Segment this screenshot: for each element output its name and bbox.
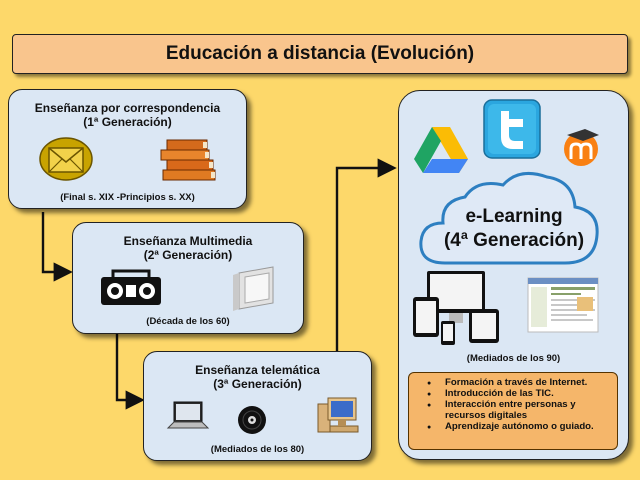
- radio-cassette-icon: [99, 267, 163, 312]
- generation-1-subtitle: (1ª Generación): [83, 115, 172, 129]
- generation-3-box: Enseñanza telemática (3ª Generación) (Me…: [143, 351, 372, 461]
- arrow-gen1-to-gen2: [41, 212, 73, 282]
- elearning-date: (Mediados de los 90): [466, 353, 561, 364]
- elearning-box: e-Learning e-Learning (4ª Generación) (M…: [398, 90, 629, 460]
- desktop-computer-icon: [316, 396, 360, 441]
- generation-2-title: Enseñanza Multimedia: [123, 234, 253, 248]
- slide-frame-icon: [231, 263, 281, 320]
- webpage-screenshot-icon: [527, 277, 599, 338]
- generation-2-date: (Década de los 60): [146, 316, 230, 327]
- elearning-features-box: Formación a través de Internet. Introduc…: [408, 372, 618, 450]
- twitter-icon: [483, 99, 541, 164]
- generation-3-date: (Mediados de los 80): [210, 444, 305, 455]
- generation-3-subtitle: (3ª Generación): [213, 377, 302, 391]
- cloud-shape: [419, 171, 599, 265]
- google-drive-icon: [413, 125, 469, 180]
- feature-item: Formación a través de Internet.: [427, 377, 617, 389]
- arrow-gen3-to-gen4: [335, 158, 397, 352]
- moodle-icon: [561, 127, 601, 172]
- generation-2-subtitle: (2ª Generación): [143, 248, 233, 262]
- elearning-title-line2: (4ª Generación): [443, 230, 585, 251]
- generation-1-box: Enseñanza por correspondencia (1ª Genera…: [8, 89, 247, 209]
- feature-item: Interacción entre personas y recursos di…: [427, 399, 617, 421]
- elearning-title-line1: e-Learning: [465, 206, 563, 227]
- feature-item: Aprendizaje autónomo o guiado.: [427, 421, 617, 433]
- laptop-icon: [166, 400, 210, 437]
- generation-2-box: Enseñanza Multimedia (2ª Generación) (Dé…: [72, 222, 304, 334]
- generation-3-title: Enseñanza telemática: [195, 363, 320, 377]
- stacked-books-icon: [157, 136, 219, 189]
- devices-icon: [411, 269, 503, 352]
- page-title: Educación a distancia (Evolución): [12, 34, 628, 74]
- generation-1-title: Enseñanza por correspondencia: [34, 101, 221, 115]
- arrow-gen2-to-gen3: [115, 333, 145, 410]
- mail-envelope-icon: [37, 134, 95, 189]
- cd-disc-icon: [236, 404, 268, 441]
- feature-item: Introducción de las TIC.: [427, 388, 617, 400]
- generation-1-date: (Final s. XIX -Principios s. XX): [60, 192, 195, 203]
